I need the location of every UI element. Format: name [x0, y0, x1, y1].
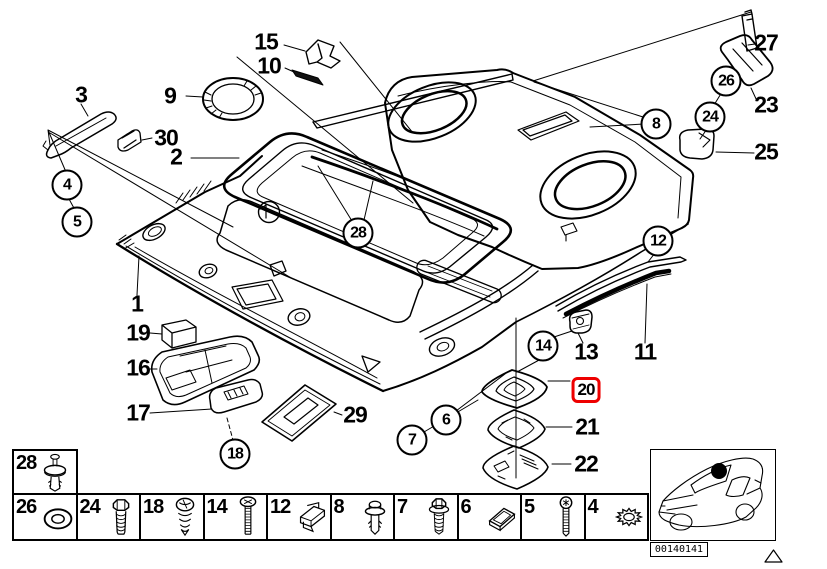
- fastener-cell-12[interactable]: 12: [268, 495, 332, 539]
- callout-5[interactable]: 5: [61, 206, 93, 238]
- callout-16[interactable]: 16: [126, 354, 151, 381]
- part-20-gasket: [481, 369, 548, 409]
- callout-14[interactable]: 14: [527, 330, 559, 362]
- fastener-number: 26: [16, 496, 37, 518]
- fastener-cell-6[interactable]: 6: [458, 495, 522, 539]
- callout-1[interactable]: 1: [131, 290, 144, 317]
- fastener-number: 28: [16, 452, 37, 474]
- part-9-ring: [202, 77, 264, 121]
- part-23-bracket: [719, 34, 774, 87]
- callout-17[interactable]: 17: [126, 399, 151, 426]
- car-outline-image: [658, 457, 764, 531]
- callout-12[interactable]: 12: [642, 225, 674, 257]
- fastener-number: 24: [79, 496, 101, 518]
- callout-4[interactable]: 4: [51, 169, 83, 201]
- car-location-inset: [650, 449, 776, 541]
- fastener-cell-14[interactable]: 14: [204, 495, 268, 539]
- part-10-strip: [291, 69, 324, 86]
- part-12-trim-strip: [555, 256, 687, 312]
- fastener-cell-18[interactable]: 18: [141, 495, 205, 539]
- part-22-housing: [482, 445, 549, 490]
- footnote-triangle-icon: [764, 549, 783, 563]
- fastener-number: 18: [143, 496, 164, 518]
- callout-11[interactable]: 11: [633, 338, 657, 365]
- callout-19[interactable]: 19: [126, 319, 151, 346]
- part-13-clamp: [568, 309, 593, 334]
- callout-25[interactable]: 25: [754, 138, 779, 165]
- part-29-frame: [261, 384, 337, 442]
- sunroof-seal-frame: [222, 132, 513, 284]
- fastener-cell-4[interactable]: 4: [585, 495, 647, 539]
- callout-22[interactable]: 22: [574, 450, 599, 477]
- part-19-box: [161, 319, 197, 349]
- callout-3[interactable]: 3: [75, 81, 88, 108]
- part-16-console: [150, 335, 261, 406]
- inset-image-code: 00140141: [650, 542, 708, 557]
- callout-30[interactable]: 30: [154, 124, 179, 151]
- callout-10[interactable]: 10: [257, 52, 282, 79]
- fastener-cell-5[interactable]: 5: [522, 495, 586, 539]
- fastener-cell-24[interactable]: 24: [77, 495, 141, 539]
- fastener-cell-7[interactable]: 7: [395, 495, 459, 539]
- fastener-row: 26 24 18 14 12 8 7 6 5 4: [12, 493, 649, 541]
- roof-location-dot: [711, 463, 727, 479]
- part-30-clip: [117, 129, 142, 152]
- callout-23[interactable]: 23: [754, 91, 779, 118]
- fastener-cell-8[interactable]: 8: [331, 495, 395, 539]
- fastener-cell-26[interactable]: 26: [14, 495, 78, 539]
- part-21-frame: [487, 409, 546, 449]
- callout-15[interactable]: 15: [254, 28, 279, 55]
- part-17-switch-unit: [208, 378, 264, 414]
- callout-2[interactable]: 2: [170, 143, 183, 170]
- fastener-number: 6: [460, 496, 472, 518]
- fastener-number: 7: [397, 496, 408, 518]
- callout-6[interactable]: 6: [430, 404, 462, 436]
- part-27-pin: [741, 9, 758, 52]
- callout-27[interactable]: 27: [754, 29, 779, 56]
- part-15-bracket: [305, 39, 341, 69]
- callout-24[interactable]: 24: [694, 101, 726, 133]
- callout-21[interactable]: 21: [575, 413, 600, 440]
- callout-18[interactable]: 18: [219, 438, 251, 470]
- fastener-number: 4: [587, 496, 599, 518]
- fastener-number: 12: [270, 496, 291, 518]
- callout-13[interactable]: 13: [574, 338, 599, 365]
- callout-9[interactable]: 9: [164, 82, 177, 109]
- callout-20[interactable]: 20: [571, 377, 601, 403]
- fastener-number: 5: [524, 496, 535, 518]
- fastener-number: 14: [206, 496, 228, 518]
- fastener-number: 8: [333, 496, 345, 518]
- callout-7[interactable]: 7: [396, 424, 428, 456]
- callout-29[interactable]: 29: [343, 401, 368, 428]
- rear-shelf-panel: [312, 68, 695, 270]
- callout-28[interactable]: 28: [342, 217, 374, 249]
- callout-8[interactable]: 8: [640, 108, 672, 140]
- callout-26[interactable]: 26: [710, 65, 742, 97]
